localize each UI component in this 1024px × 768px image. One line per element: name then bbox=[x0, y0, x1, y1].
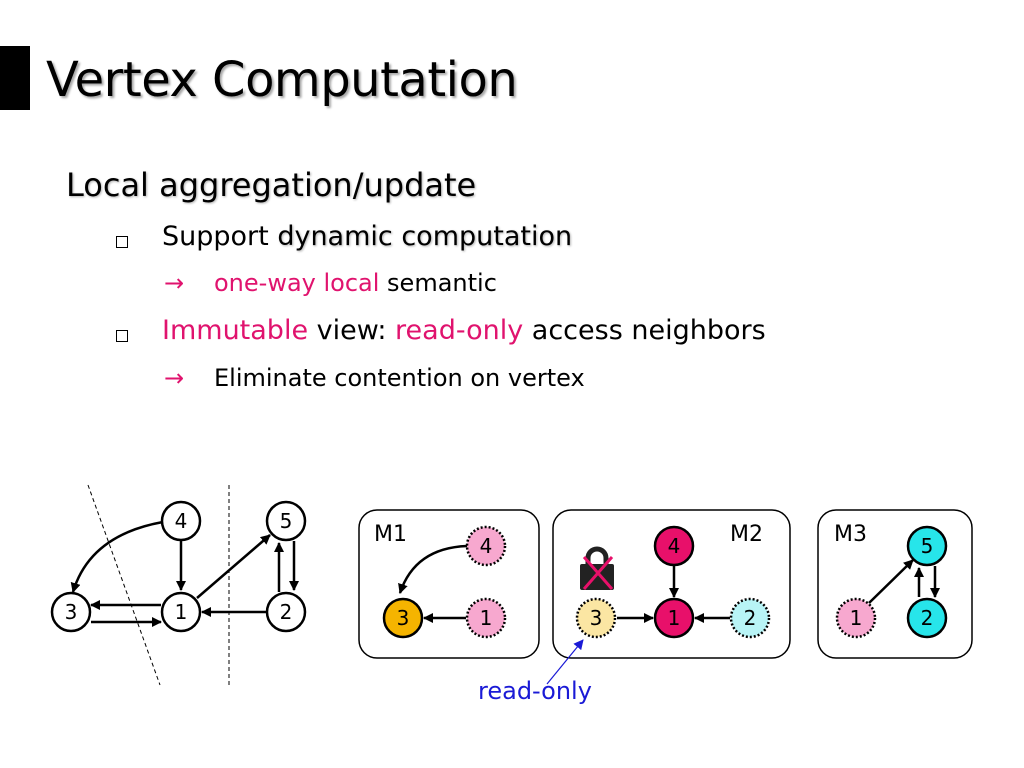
m2-node-1: 1 bbox=[653, 597, 695, 639]
machine-m1-label: M1 bbox=[374, 522, 407, 547]
svg-text:1: 1 bbox=[175, 600, 188, 624]
read-only-annotation: read-only bbox=[478, 677, 592, 705]
sub-arrow-icon: → bbox=[164, 269, 185, 297]
m3-node-5: 5 bbox=[906, 525, 948, 567]
sub-one-way-local: one-way local semantic bbox=[214, 268, 497, 298]
lock-crossed-icon bbox=[580, 546, 614, 590]
machine-m2-box: M2 4 3 1 2 bbox=[552, 509, 791, 659]
title-accent-bar bbox=[0, 46, 30, 110]
partition-line-left bbox=[87, 484, 161, 686]
bullet-support: Support dynamic computation bbox=[162, 220, 572, 254]
machine-m1-box: M1 4 3 1 bbox=[358, 509, 540, 659]
m3-node-2: 2 bbox=[906, 597, 948, 639]
graph-node-5: 5 bbox=[265, 500, 307, 542]
bullet-immutable: Immutable view: read-only access neighbo… bbox=[162, 314, 766, 348]
svg-text:2: 2 bbox=[280, 600, 293, 624]
sub-one-way-rest: semantic bbox=[379, 269, 497, 297]
bullet-support-prefix: Support bbox=[162, 221, 278, 252]
graph-node-2: 2 bbox=[265, 591, 307, 633]
m1-node-4: 4 bbox=[465, 525, 507, 567]
bullet-immutable-part1: Immutable bbox=[162, 315, 309, 346]
slide-title: Vertex Computation bbox=[46, 52, 518, 108]
graph-node-4: 4 bbox=[160, 500, 202, 542]
machine-m3-box: M3 5 1 2 bbox=[817, 509, 973, 659]
bullet-support-emphasis: dynamic computation bbox=[277, 221, 573, 252]
section-heading: Local aggregation/update bbox=[66, 166, 477, 204]
svg-text:3: 3 bbox=[397, 606, 410, 630]
bullet-square-icon bbox=[116, 236, 128, 248]
bullet-immutable-part2: view: bbox=[308, 315, 396, 346]
m2-node-3: 3 bbox=[575, 597, 617, 639]
m2-node-4: 4 bbox=[653, 525, 695, 567]
svg-text:1: 1 bbox=[480, 606, 493, 630]
svg-text:4: 4 bbox=[175, 509, 188, 533]
graph-node-1: 1 bbox=[160, 591, 202, 633]
bullet-square-icon bbox=[116, 330, 128, 342]
bullet-immutable-part3: read-only bbox=[395, 315, 524, 346]
svg-text:4: 4 bbox=[480, 534, 493, 558]
sub-one-way-highlight: one-way local bbox=[214, 269, 380, 297]
m3-node-1: 1 bbox=[835, 597, 877, 639]
svg-text:4: 4 bbox=[668, 534, 681, 558]
svg-text:3: 3 bbox=[590, 606, 603, 630]
edge-1-5 bbox=[196, 534, 271, 599]
svg-text:3: 3 bbox=[65, 600, 78, 624]
sub-arrow-icon: → bbox=[164, 364, 185, 392]
svg-text:5: 5 bbox=[921, 534, 934, 558]
edge-4-3 bbox=[70, 520, 164, 593]
svg-text:1: 1 bbox=[850, 606, 863, 630]
read-only-pointer bbox=[546, 639, 584, 685]
svg-text:2: 2 bbox=[744, 606, 757, 630]
m1-node-3: 3 bbox=[382, 597, 424, 639]
svg-text:5: 5 bbox=[280, 509, 293, 533]
m1-node-1: 1 bbox=[465, 597, 507, 639]
machine-m3-label: M3 bbox=[834, 522, 867, 547]
m2-node-2: 2 bbox=[729, 597, 771, 639]
graph-node-3: 3 bbox=[50, 591, 92, 633]
svg-text:2: 2 bbox=[921, 606, 934, 630]
machine-m2-label: M2 bbox=[730, 522, 763, 547]
sub-eliminate-contention: Eliminate contention on vertex bbox=[214, 364, 585, 392]
svg-text:1: 1 bbox=[668, 606, 681, 630]
bullet-immutable-part4: access neighbors bbox=[523, 315, 766, 346]
